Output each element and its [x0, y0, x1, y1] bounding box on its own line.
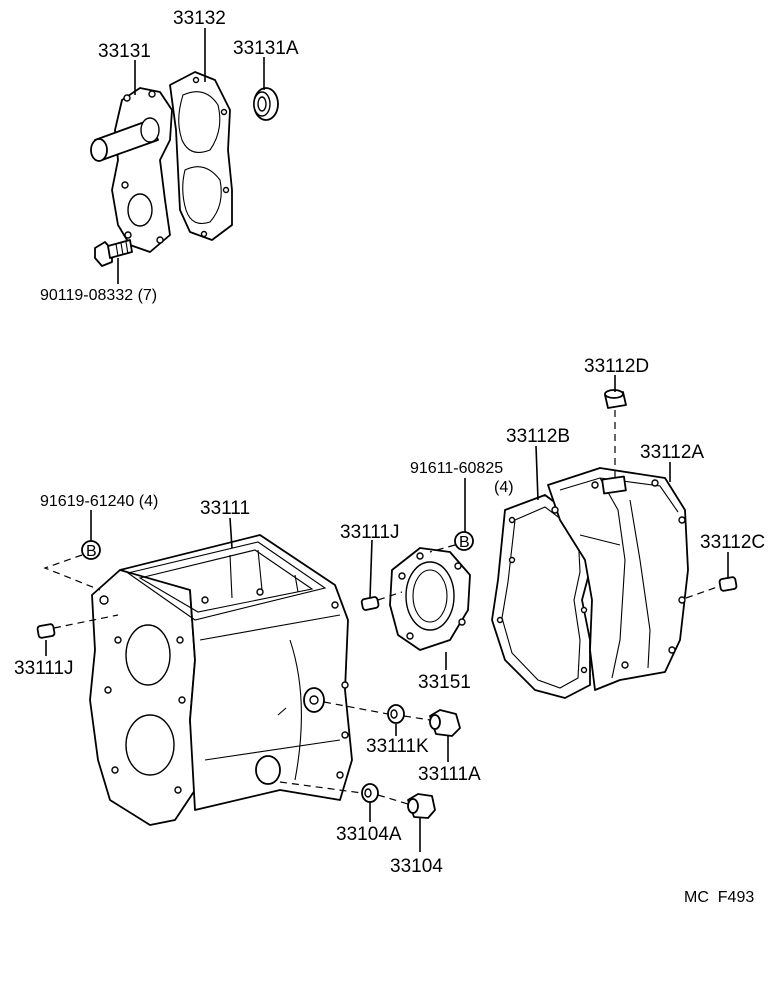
leader-33111	[229, 517, 233, 549]
dashed-line-33104	[377, 794, 409, 805]
leader-33112B	[535, 445, 539, 501]
drain-plug-33104	[407, 793, 436, 819]
label-33112D: 33112D	[584, 356, 649, 377]
label-33111: 33111	[200, 498, 250, 519]
label-33104: 33104	[390, 856, 443, 877]
dowel-pin-33112C	[718, 576, 738, 592]
label-91611-60825: 91611-60825	[410, 460, 503, 477]
bearing-retainer-33151	[389, 547, 471, 651]
label-33111K: 33111K	[366, 736, 429, 757]
label-33112B: 33112B	[506, 426, 570, 447]
label-91619-61240: 91619-61240 (4)	[40, 493, 158, 510]
bolt-mark-b-left: B	[81, 540, 101, 560]
gasket-washer-33111K	[387, 704, 405, 724]
filler-plug-33111A	[429, 709, 461, 737]
dowel-pin-33111J-top	[360, 596, 380, 611]
leader-33111J-top	[369, 539, 373, 599]
label-33104A: 33104A	[336, 824, 402, 845]
plug-33112D	[604, 389, 627, 409]
diagram-code: MC F493	[684, 889, 754, 906]
dashed-line-33104A	[279, 781, 363, 794]
label-33112C: 33112C	[700, 532, 765, 553]
dashed-line-b-right	[429, 544, 456, 553]
dashed-line-33112C	[685, 585, 721, 599]
label-33112A: 33112A	[640, 442, 704, 463]
label-33132: 33132	[173, 8, 226, 29]
label-33151: 33151	[418, 672, 471, 693]
gasket-washer-33104A	[361, 783, 379, 803]
oil-seal-33131A	[253, 87, 279, 121]
label-90119-08332: 90119-08332 (7)	[40, 287, 157, 304]
dashed-line-33111J-top	[377, 591, 403, 601]
label-33131A: 33131A	[233, 38, 299, 59]
dashed-line-33111J-left	[53, 614, 119, 629]
label-33111J-left: 33111J	[14, 658, 74, 679]
dashed-line-33111K	[323, 701, 389, 715]
transmission-case-33111	[89, 534, 353, 826]
extension-housing-33131	[90, 87, 173, 253]
label-33111J-top: 33111J	[340, 522, 400, 543]
bolt-90119-08332	[94, 239, 133, 267]
label-33131: 33131	[98, 41, 151, 62]
label-33111A: 33111A	[418, 764, 481, 785]
rear-housing-33112A	[547, 467, 689, 691]
dowel-pin-33111J-left	[36, 623, 56, 639]
label-91611-quantity: (4)	[494, 479, 514, 496]
dashed-line-33111A	[403, 715, 431, 721]
bolt-mark-b-right-text: B	[459, 534, 470, 551]
bolt-mark-b-left-text: B	[86, 543, 97, 560]
dashed-line-b-left	[43, 554, 101, 591]
gasket-33132	[169, 71, 233, 241]
bolt-mark-b-right: B	[454, 531, 474, 551]
